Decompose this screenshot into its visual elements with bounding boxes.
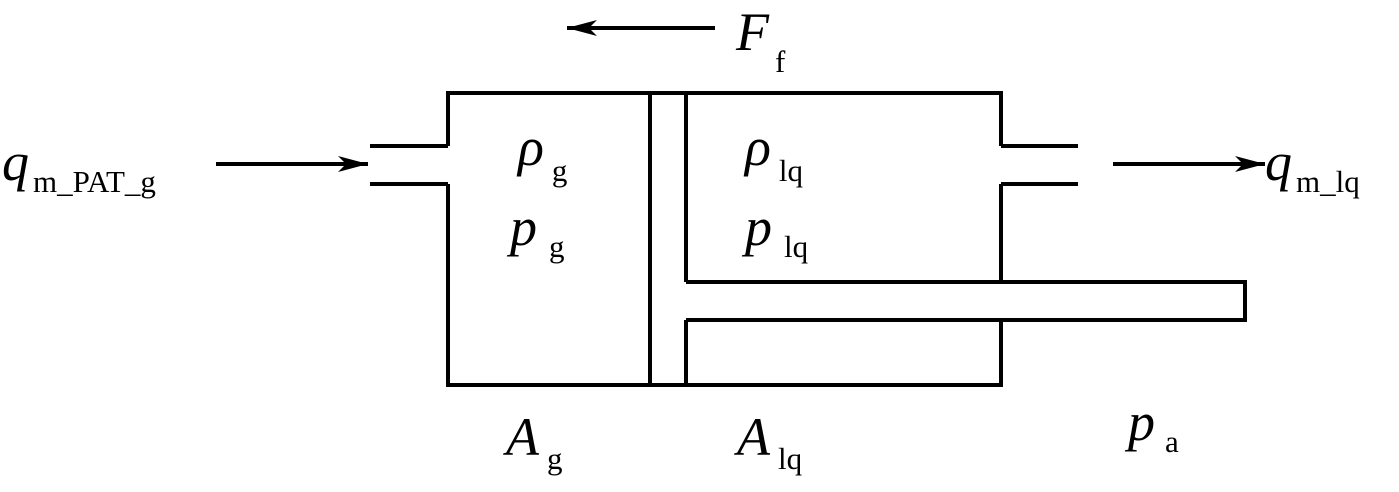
piston-rod [686,280,1247,322]
inlet-port [370,144,448,186]
cylinder-body [446,91,1003,387]
piston [648,93,688,385]
outlet-port [1001,144,1078,186]
